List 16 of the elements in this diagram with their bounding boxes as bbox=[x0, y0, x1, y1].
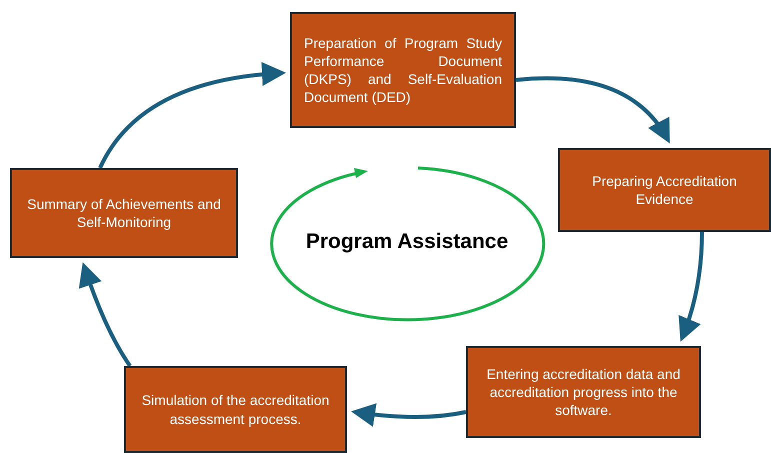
process-box bbox=[290, 12, 516, 128]
process-box bbox=[124, 366, 347, 453]
step-text: Entering accreditation data and accreditation progress into the software. bbox=[486, 364, 682, 420]
arrow bbox=[516, 76, 670, 144]
center-title: Program Assistance bbox=[306, 229, 508, 256]
step-text: Preparation of Program Study Performance Document (DKPS) and Self-Evaluation Document (DED) bbox=[304, 34, 502, 106]
step-text: Simulation of the accreditation assessment process. bbox=[140, 391, 330, 428]
arrow bbox=[98, 62, 286, 169]
process-box bbox=[10, 168, 238, 258]
arrow bbox=[79, 262, 132, 368]
arrow bbox=[351, 402, 466, 427]
arrow bbox=[678, 232, 704, 342]
process-box bbox=[558, 148, 771, 232]
step-text: Preparing Accreditation Evidence bbox=[591, 172, 738, 208]
process-box bbox=[466, 346, 701, 438]
step-text: Summary of Achievements and Self-Monitoring bbox=[26, 194, 222, 232]
